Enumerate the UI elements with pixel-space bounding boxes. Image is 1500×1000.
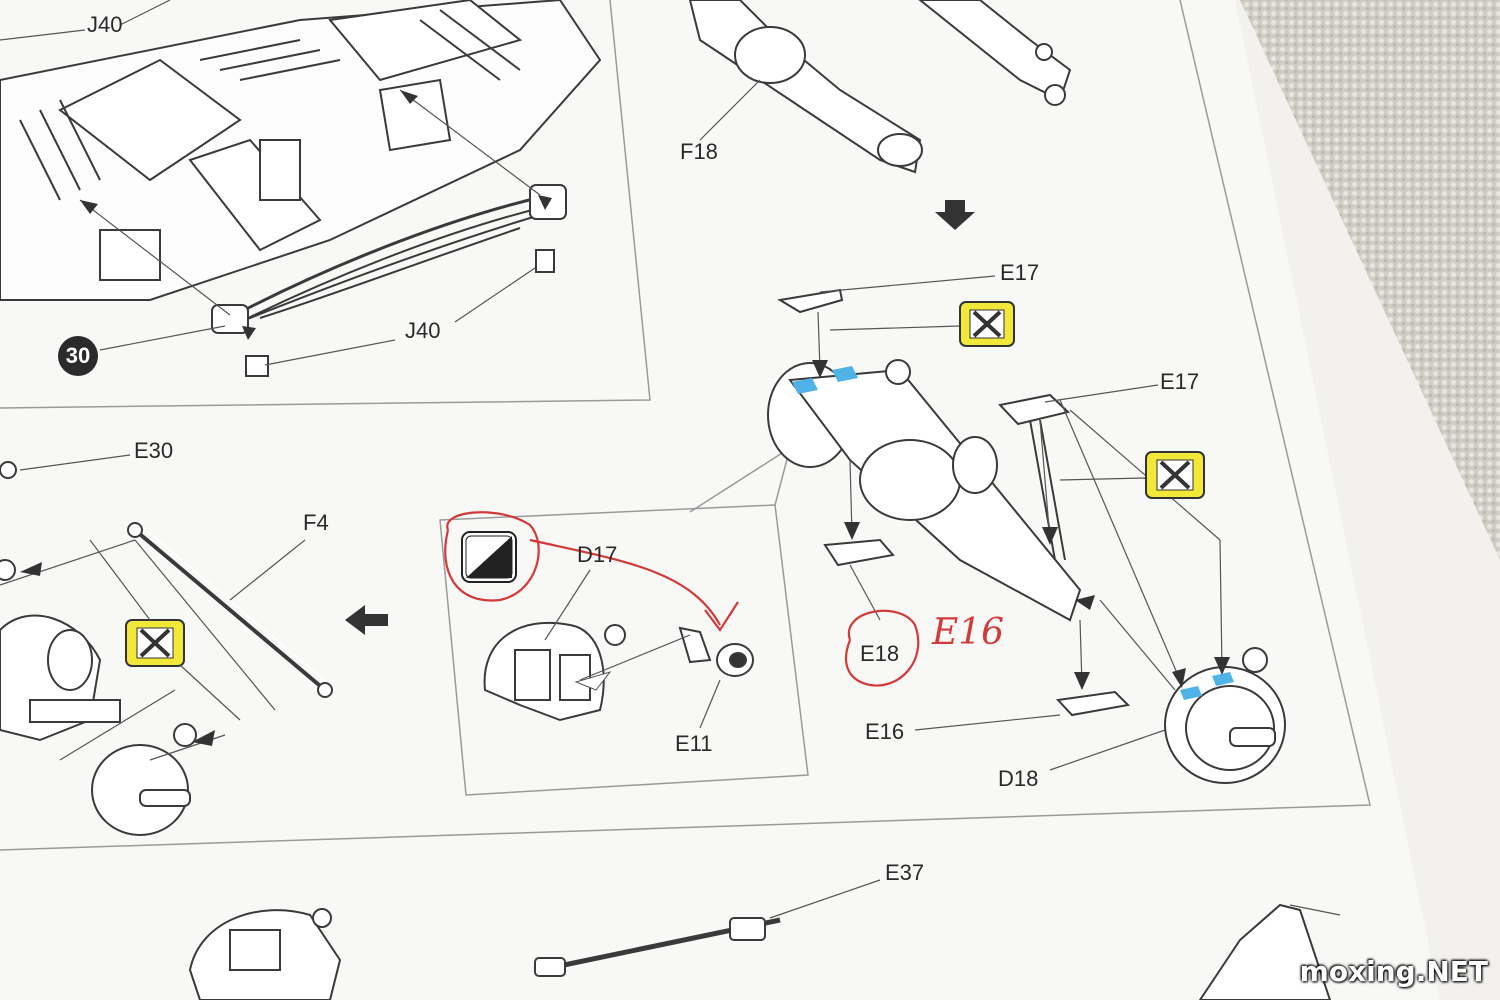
- axle-assembly: [767, 288, 1286, 784]
- leaf-spring: [211, 184, 567, 377]
- step-number-badge: 30: [58, 336, 98, 376]
- arrow-heads-right: [812, 360, 1230, 690]
- part-label-d18: D18: [998, 766, 1039, 791]
- part-label-d17: D17: [577, 542, 618, 567]
- step-number: 30: [65, 343, 91, 368]
- inset-panel: [461, 531, 754, 729]
- leader-lines-top: [0, 0, 541, 366]
- part-label-e11: E11: [675, 731, 713, 756]
- part-label-e37: E37: [885, 860, 925, 885]
- part-label-e16: E16: [865, 719, 905, 744]
- part-label-e18: E18: [860, 641, 900, 666]
- paper: [0, 0, 1440, 1000]
- axle-bar-f18: [688, 0, 1072, 174]
- part-label-j40-bottom: J40: [405, 318, 441, 343]
- part-label-j40-top: J40: [87, 12, 123, 37]
- watermark: moxing.NET: [1299, 955, 1488, 988]
- part-label-e30: E30: [134, 438, 174, 463]
- red-annotations: [444, 511, 920, 687]
- part-label-f18: F18: [680, 139, 718, 164]
- arrow-heads-top: [80, 90, 552, 340]
- part-label-f4: F4: [303, 510, 329, 535]
- part-label-e17-right: E17: [1160, 369, 1200, 394]
- drive-shaft-assembly: [188, 903, 1332, 1000]
- tie-rod-assembly: [0, 461, 333, 836]
- handwritten-note: E16: [932, 612, 1005, 653]
- no-glue-badges: [125, 301, 1205, 667]
- part-label-e17-top: E17: [1000, 260, 1040, 285]
- leader-lines-left: [0, 454, 306, 761]
- arrow-heads-left: [20, 562, 215, 746]
- flow-arrows: [345, 200, 975, 635]
- chassis-assembly: [0, 0, 602, 301]
